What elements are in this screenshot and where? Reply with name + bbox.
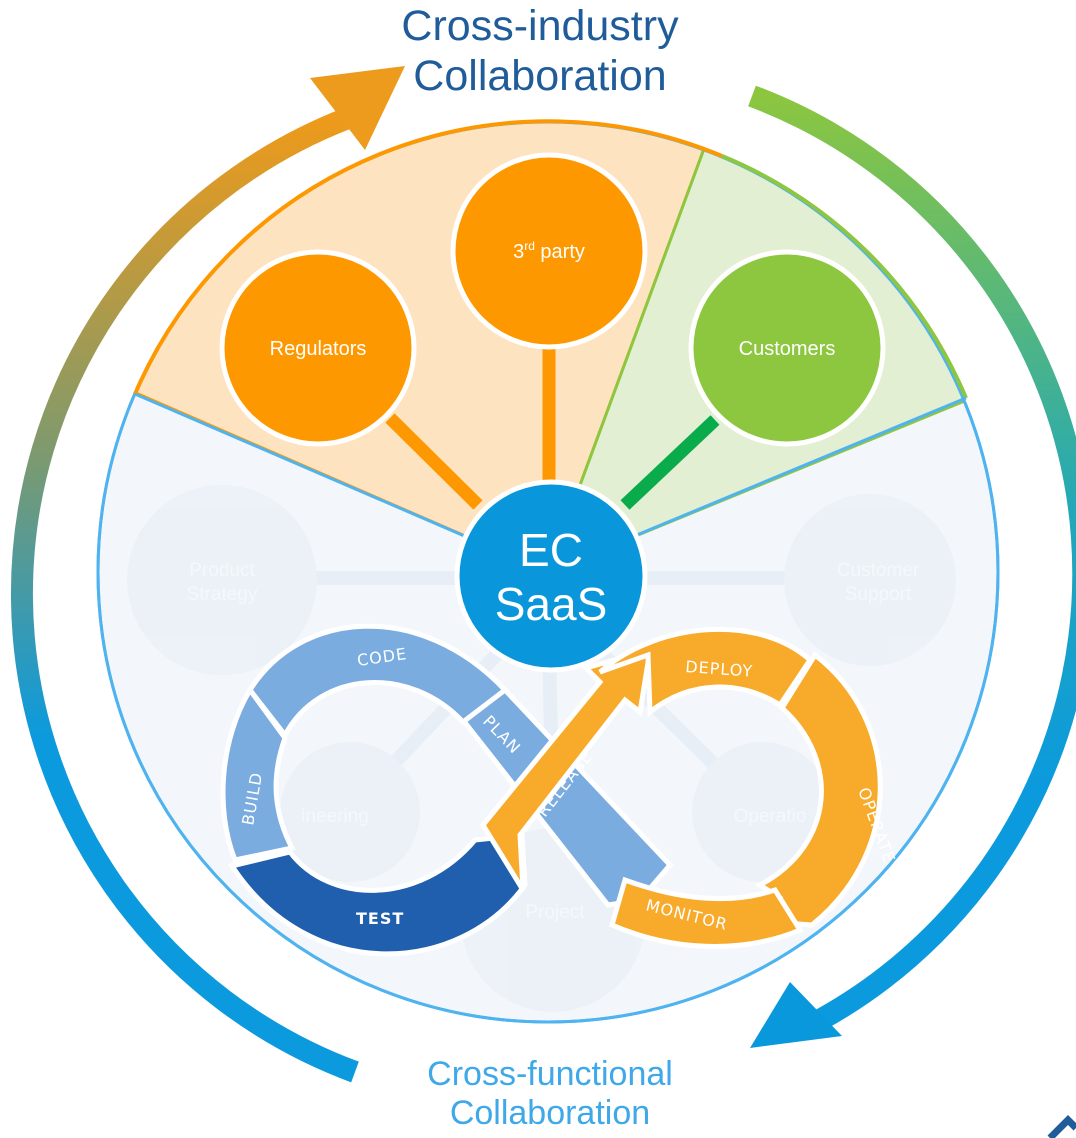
left-cycle-arrow — [10, 107, 359, 1083]
monitor-segment — [608, 876, 804, 949]
cross-functional-title: Cross-functional Collaboration — [350, 1055, 750, 1134]
customer-support-label-2: Support — [845, 584, 912, 605]
cross-industry-title-line2: Collaboration — [413, 51, 667, 100]
left-arrowhead — [310, 66, 405, 150]
operations-node — [692, 742, 832, 882]
third-party-node — [450, 152, 648, 350]
cross-functional-title-line2: Collaboration — [449, 1094, 651, 1133]
engineering-node — [280, 742, 420, 882]
customers-connector — [620, 415, 720, 510]
code-segment — [246, 623, 509, 740]
engineering-label: ineering — [301, 806, 369, 827]
cross-industry-title-line1: Cross-industry — [401, 2, 679, 50]
right-cycle-arrow — [748, 85, 1076, 1030]
third-party-label: 3rd party — [513, 239, 585, 263]
product-strategy-label-2: Strategy — [187, 584, 258, 605]
customers-label: Customers — [739, 338, 836, 360]
customer-support-label-1: Customer — [837, 560, 920, 581]
cross-functional-title-line1: Cross-functional — [427, 1055, 673, 1093]
ec-saas-hub — [454, 479, 648, 673]
hub-label-line1: EC — [519, 524, 583, 576]
operations-label: Operatio — [734, 806, 807, 827]
cross-industry-title: Cross-industry Collaboration — [340, 2, 740, 102]
project-label: Project — [525, 902, 585, 923]
devops-infinity-loop: CODE BUILD TEST PLAN RELEASE DEPLOY OPER… — [220, 623, 899, 957]
build-segment — [220, 685, 296, 863]
right-arrowhead — [750, 982, 842, 1048]
release-segment — [479, 646, 654, 892]
customer-support-node — [784, 494, 956, 666]
regulators-label: Regulators — [270, 338, 367, 360]
product-strategy-node — [127, 485, 317, 675]
regulators-node — [219, 249, 417, 447]
product-strategy-label-1: Product — [189, 560, 255, 581]
regulators-connector — [385, 413, 483, 510]
customers-node — [688, 249, 886, 447]
deploy-label: DEPLOY — [685, 657, 754, 681]
test-label: TEST — [356, 909, 404, 928]
chevron-up-icon — [1047, 1115, 1076, 1138]
hub-label-line2: SaaS — [495, 578, 608, 630]
